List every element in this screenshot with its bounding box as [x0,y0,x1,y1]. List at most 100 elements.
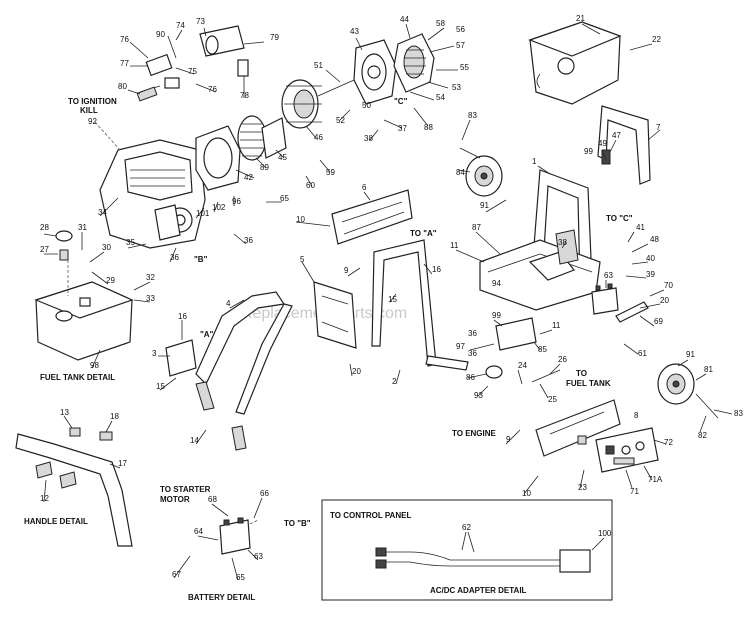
caption-ignition-2: KILL [80,106,98,115]
callout: 32 [146,273,155,282]
callout: 80 [118,82,127,91]
rotor [237,115,287,161]
callout: 49 [598,139,607,148]
callout: 55 [460,63,469,72]
mount-86 [485,365,503,379]
callout: 1 [532,157,537,166]
callout: 10 [296,215,305,224]
callout: 100 [598,529,612,538]
callout: 70 [664,281,673,290]
callout: 75 [188,67,197,76]
callout: 91 [686,350,695,359]
callout: 24 [518,361,527,370]
caption-to-c: TO "C" [606,214,633,223]
caption-mark-a: "A" [200,330,214,339]
callout: 12 [40,494,49,503]
callout: 7 [656,123,661,132]
rear-bearing-carrier [353,39,397,105]
caption-fuel-tank-detail: FUEL TANK DETAIL [40,373,115,382]
callout: 81 [704,365,713,374]
caption-to-a: TO "A" [410,229,437,238]
callout: 36 [468,329,477,338]
bracket-85 [495,317,537,351]
callout: 17 [118,459,127,468]
callout: 45 [278,153,287,162]
control-panel [595,427,659,473]
callout: 69 [654,317,663,326]
callout: 15 [388,295,397,304]
callout: 39 [646,270,655,279]
callout: 31 [78,223,87,232]
callout: 27 [40,245,49,254]
callout: 99 [584,147,593,156]
callout: 102 [212,203,226,212]
caption-to-fuel-tank-1: TO [576,369,587,378]
callout: 84 [456,168,465,177]
callout: 66 [260,489,269,498]
switch-23 [577,435,587,445]
control-panel-bracket [535,399,621,457]
handle-clip-18 [99,431,113,441]
callout: 53 [452,83,461,92]
grip-14a [195,381,215,411]
callout: 9 [506,435,511,444]
callout: 36 [468,349,477,358]
callout: 20 [660,296,669,305]
battery-strap [615,301,649,323]
callout: 85 [538,345,547,354]
side-panel-5 [313,281,357,349]
tank-bracket [597,105,651,185]
caption-mark-c: "C" [394,97,408,106]
bracket-38 [555,229,579,265]
callout: 92 [88,117,97,126]
handle-frame [371,239,469,371]
axle-bolt-top [459,147,481,159]
callout: 82 [698,431,707,440]
callout: 101 [196,209,210,218]
callout: 74 [176,21,185,30]
callout: 64 [194,527,203,536]
callout: 72 [664,438,673,447]
callout: 30 [102,243,111,252]
callout: 41 [636,223,645,232]
battery-right [591,283,619,315]
callout: 58 [436,19,445,28]
callout: 61 [638,349,647,358]
callout: 99 [492,311,501,320]
callout: 40 [646,254,655,263]
end-cover [393,33,435,93]
callout: 77 [120,59,129,68]
caption-handle-detail: HANDLE DETAIL [24,517,88,526]
caption-adapter-detail: AC/DC ADAPTER DETAIL [430,586,527,595]
callout: 22 [652,35,661,44]
callout: 48 [650,235,659,244]
fuel-line [531,369,561,383]
callout: 83 [468,111,477,120]
callout: 63 [604,271,613,280]
callout: 33 [146,294,155,303]
callout: 83 [734,409,743,418]
callout: 43 [350,27,359,36]
callout: 68 [208,495,217,504]
callout: 97 [456,342,465,351]
callout: 6 [362,183,367,192]
callout: 46 [314,133,323,142]
battery-cable [249,519,259,525]
callout: 91 [480,201,489,210]
engine [99,139,206,249]
handle-bar [195,291,293,415]
callout: 28 [40,223,49,232]
callout: 36 [170,253,179,262]
callout: 36 [244,236,253,245]
stator [281,79,322,129]
leader-lines [43,23,733,581]
callout: 44 [400,15,409,24]
caption-to-b: TO "B" [284,519,311,528]
caption-ignition-1: TO IGNITION [68,97,117,106]
callout: 11 [552,321,561,330]
fuel-fitting [59,249,69,261]
fuel-tank-top [528,21,622,105]
callout: 37 [398,124,407,133]
callout: 79 [270,33,279,42]
handle-detail [15,433,133,547]
